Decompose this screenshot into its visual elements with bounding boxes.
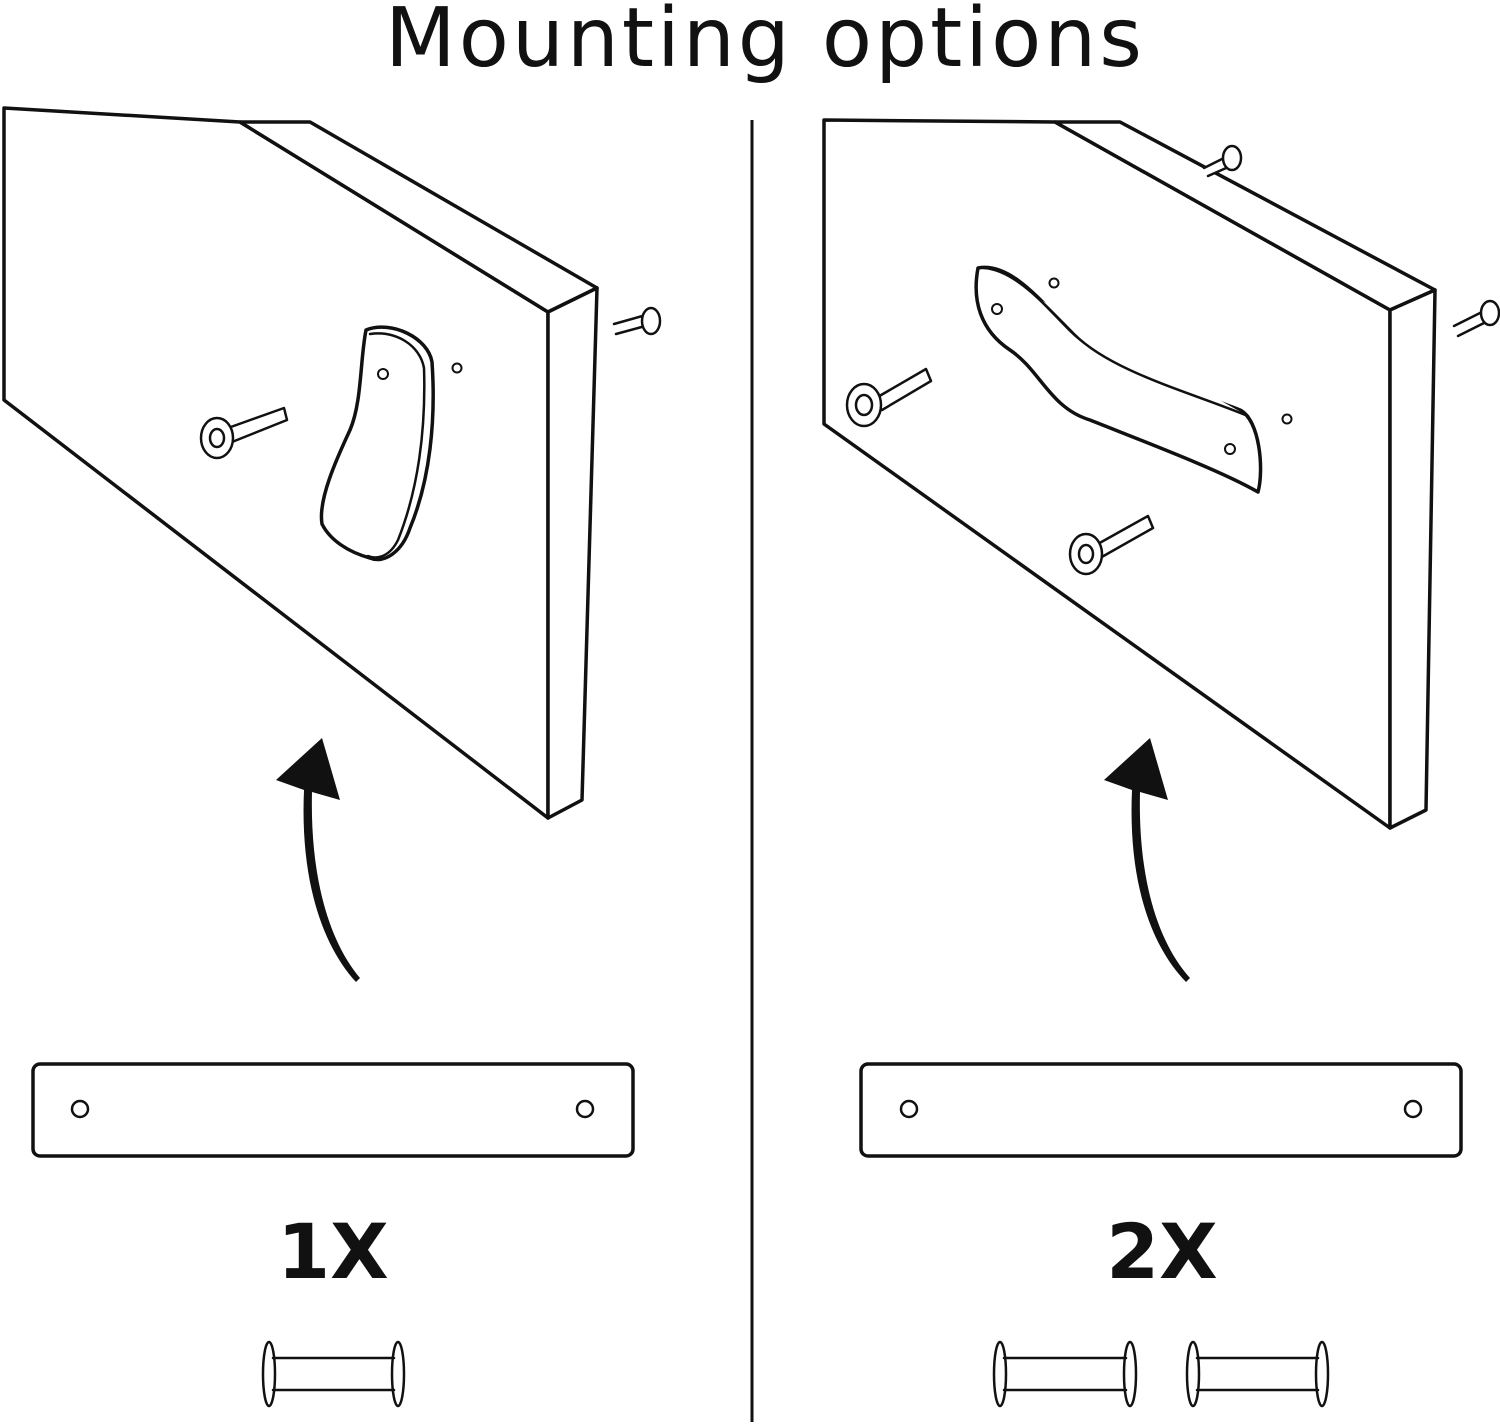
curved-arrow-icon bbox=[276, 738, 360, 982]
strap-handle-horizontal bbox=[974, 265, 1293, 494]
screw-icon bbox=[1068, 514, 1155, 576]
mounting-plate-left bbox=[31, 1062, 635, 1158]
screw-icon bbox=[612, 306, 662, 336]
board-illustration-right bbox=[822, 118, 1437, 830]
option-one-panel: 1X bbox=[2, 106, 662, 1408]
board-illustration-left bbox=[2, 106, 599, 820]
page-title: Mounting options bbox=[385, 0, 1145, 86]
bolt-icon bbox=[261, 1340, 406, 1408]
quantity-label: 2X bbox=[1106, 1207, 1217, 1296]
strap-handle-vertical bbox=[319, 325, 463, 562]
screw-icon bbox=[845, 367, 933, 428]
bolt-icon bbox=[1185, 1340, 1330, 1408]
screw-icon bbox=[1202, 144, 1243, 178]
curved-arrow-icon bbox=[1104, 738, 1190, 982]
mounting-plate-right bbox=[859, 1062, 1463, 1158]
screw-icon bbox=[199, 406, 289, 460]
screw-icon bbox=[1452, 299, 1500, 338]
bolt-icon bbox=[992, 1340, 1138, 1408]
quantity-label: 1X bbox=[277, 1207, 388, 1296]
option-two-panel: 2X bbox=[822, 118, 1500, 1408]
